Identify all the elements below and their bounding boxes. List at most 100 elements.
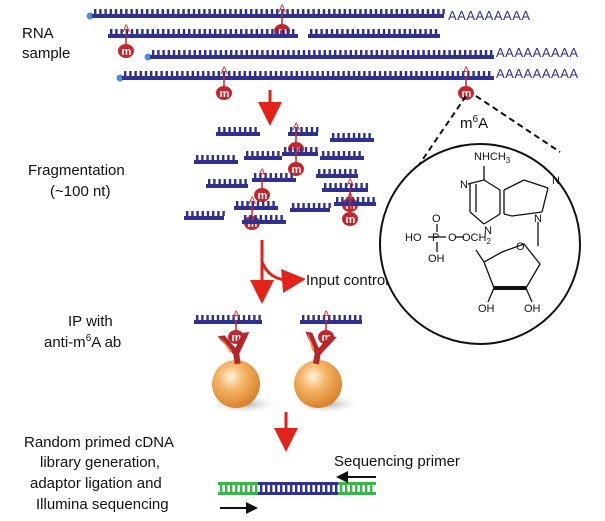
strand-base	[348, 9, 352, 14]
strand-base	[328, 9, 331, 14]
strand-base	[244, 9, 248, 14]
strand-base	[323, 50, 326, 55]
strand-base	[245, 50, 248, 55]
strand-base	[264, 173, 267, 178]
strand-base	[151, 9, 154, 14]
magnetic-bead	[212, 360, 260, 408]
strand-base	[424, 29, 427, 34]
strand-base	[212, 71, 215, 76]
strand-base	[389, 71, 392, 76]
strand-base	[211, 155, 214, 160]
strand-base	[262, 201, 265, 206]
strand-base	[109, 9, 112, 14]
strand-base	[259, 71, 262, 76]
strand-base	[178, 50, 181, 55]
strand-base	[404, 71, 408, 76]
strand-base	[214, 29, 217, 34]
strand-base	[352, 71, 356, 76]
strand-base	[349, 50, 352, 55]
strand-base	[290, 71, 293, 76]
strand-base	[462, 71, 465, 76]
strand-base	[360, 50, 363, 55]
strand-base	[355, 183, 358, 188]
strand-base	[297, 203, 300, 208]
strand-base	[266, 151, 270, 156]
strand-base	[334, 50, 337, 55]
strand-base	[338, 315, 341, 320]
strand-base	[193, 29, 196, 34]
methyl-label: m	[232, 332, 242, 344]
strand-base	[297, 50, 300, 55]
strand-base	[415, 71, 418, 76]
strand-base	[328, 169, 331, 174]
strand-base	[395, 9, 398, 14]
strand-backbone	[322, 188, 368, 192]
adenosine-label: A	[221, 65, 229, 77]
antibody	[217, 331, 250, 365]
strand-base	[188, 50, 191, 55]
callout-dashed-line	[475, 95, 561, 153]
strand-base	[346, 29, 349, 34]
strand-base	[224, 50, 228, 55]
strand-base	[354, 169, 357, 174]
strand-base	[120, 29, 123, 34]
strand-backbone	[194, 160, 238, 164]
strand-base	[243, 71, 246, 76]
strand-base	[330, 29, 334, 34]
m6a-structure-circle	[379, 143, 581, 345]
strand-base	[474, 50, 477, 55]
strand-base	[232, 315, 235, 320]
poly-a-tail: AAAAAAAAA	[448, 8, 531, 23]
strand-base	[238, 71, 241, 76]
strand-base	[110, 29, 113, 34]
strand-base	[216, 315, 220, 320]
strand-base	[367, 29, 370, 34]
strand-base	[290, 173, 293, 178]
rna-sample-label: RNA	[22, 25, 54, 42]
strand-backbone	[216, 132, 260, 136]
antibody-body	[217, 331, 250, 365]
strand-base	[351, 197, 354, 202]
methyl-mark	[288, 162, 304, 176]
strand-base	[417, 50, 420, 55]
strand-base	[280, 173, 283, 178]
strand-base	[348, 315, 352, 320]
library-label-line3: adaptor ligation and	[30, 475, 162, 492]
strand-base	[202, 71, 205, 76]
rna-sample-label: sample	[22, 45, 70, 62]
strand-base	[310, 29, 313, 34]
strand-base	[333, 169, 336, 174]
antibody	[305, 331, 337, 365]
antibody-highlight	[219, 336, 232, 353]
strand-base	[422, 50, 425, 55]
strand-base	[385, 9, 388, 14]
five-prime-cap	[144, 53, 152, 61]
strand-base	[264, 215, 268, 220]
m6a-title: m6A	[460, 114, 488, 132]
strand-base	[177, 29, 180, 34]
strand-base	[287, 50, 290, 55]
strand-base	[198, 9, 201, 14]
strand-base	[276, 29, 279, 34]
methyl-label: m	[258, 190, 268, 202]
strand-base	[411, 9, 414, 14]
strand-base	[248, 315, 251, 320]
strand-base	[192, 9, 196, 14]
strand-base	[240, 50, 243, 55]
strand-base	[222, 71, 226, 76]
strand-base	[146, 9, 149, 14]
strand-base	[234, 9, 237, 14]
strand-base	[140, 9, 144, 14]
strand-base	[358, 151, 361, 156]
strand-base	[267, 201, 270, 206]
strand-base	[427, 50, 430, 55]
library-rung	[270, 485, 273, 492]
methyl-label: m	[346, 214, 356, 226]
rna-strand	[234, 201, 278, 210]
library-rung	[235, 485, 238, 492]
five-prime-cap	[86, 12, 94, 20]
strand-base	[219, 29, 222, 34]
strand-base	[285, 173, 288, 178]
m6a-mark: Am	[216, 65, 232, 100]
strand-base	[351, 29, 354, 34]
